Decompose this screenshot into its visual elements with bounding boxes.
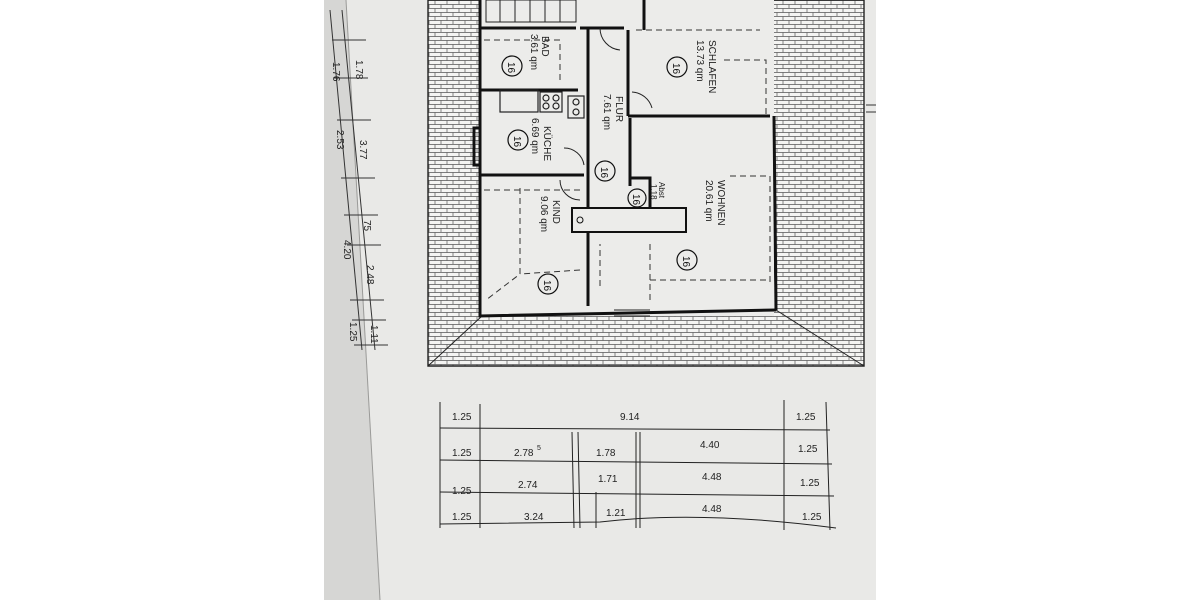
dim-r4-c1: 1.25 — [452, 512, 472, 523]
dim-r4-c4: 4.48 — [702, 504, 722, 515]
dim-r4-c5: 1.25 — [802, 512, 822, 523]
room-name-bad: BAD — [539, 36, 550, 57]
ceiling-label-schlafen: 16 — [670, 63, 681, 75]
dim-r2-c3: 1.78 — [596, 448, 616, 459]
left-dim-6: 4.20 — [341, 240, 352, 260]
room-area-flur: 7.61 qm — [601, 94, 612, 130]
room-name-schlafen: SCHLAFEN — [706, 40, 717, 93]
roof-slope-lines — [484, 29, 771, 301]
ceiling-label-bad: 16 — [505, 62, 516, 74]
ceiling-circle-kind — [537, 273, 559, 295]
ceiling-label-wohnen: 16 — [680, 256, 691, 268]
chimney — [571, 207, 687, 233]
ceiling-circle-bad — [501, 55, 523, 77]
room-name-wohnen: WOHNEN — [715, 180, 726, 226]
left-dim-3: 3.77 — [357, 140, 368, 160]
dim-r1-c2: 9.14 — [620, 412, 640, 423]
left-dimension-labels: 1.78 1.76 3.77 2.53 75 4.20 2.48 1.11 1.… — [330, 60, 379, 344]
room-name-kind: KIND — [550, 200, 561, 224]
dim-r4-c2: 3.24 — [524, 512, 544, 523]
room-area-abst: 1.18 — [649, 184, 658, 200]
dim-r2-c1: 1.25 — [452, 448, 472, 459]
room-name-abst: Abst — [657, 182, 666, 199]
ceiling-circle-abst — [627, 188, 647, 208]
dim-r3-c1: 1.25 — [452, 486, 472, 497]
room-area-kind: 9.06 qm — [538, 196, 549, 232]
dim-r1-c1: 1.25 — [452, 412, 472, 423]
dim-r4-c3: 1.21 — [606, 508, 626, 519]
dim-r3-c2: 2.74 — [518, 480, 538, 491]
left-dim-9: 1.25 — [347, 322, 358, 342]
dimension-table-values: 1.25 9.14 1.25 1.25 2.78 5 1.78 4.40 1.2… — [452, 412, 822, 523]
dim-r1-c3: 1.25 — [796, 412, 816, 423]
left-dim-7: 2.48 — [364, 265, 375, 285]
stairs — [485, 0, 577, 23]
room-area-schlafen: 13.73 qm — [694, 40, 705, 82]
dim-r3-c4: 4.48 — [702, 472, 722, 483]
ceiling-labels: 16 16 16 16 16 16 16 — [505, 62, 691, 292]
dim-r2-c2: 2.78 — [514, 448, 534, 459]
room-area-bad: 3.61 qm — [528, 34, 539, 70]
dim-r2-c5: 1.25 — [798, 444, 818, 455]
left-dim-4: 2.53 — [334, 130, 345, 150]
left-dim-8: 1.11 — [368, 325, 379, 344]
room-name-kueche: KÜCHE — [541, 126, 553, 161]
dimension-table — [439, 400, 837, 531]
ceiling-markers — [501, 55, 698, 295]
dim-r2-c4: 4.40 — [700, 440, 720, 451]
room-area-kueche: 6.69 qm — [529, 118, 540, 154]
room-area-wohnen: 20.61 qm — [703, 180, 714, 222]
ceiling-circle-wohnen — [676, 249, 698, 271]
left-dim-2: 1.76 — [330, 62, 341, 82]
dim-r3-c5: 1.25 — [800, 478, 820, 489]
left-dimension-chain — [329, 9, 388, 351]
doors-and-windows — [559, 27, 653, 317]
ceiling-circle-flur — [594, 160, 616, 182]
dim-r3-c3: 1.71 — [598, 474, 618, 485]
kitchen-fixtures — [499, 89, 585, 119]
ceiling-circle-kueche — [507, 129, 529, 151]
ceiling-label-kueche: 16 — [511, 136, 522, 148]
ceiling-label-kind: 16 — [541, 280, 552, 292]
ceiling-label-abst: 16 — [630, 194, 641, 206]
right-edge-mark — [866, 104, 876, 113]
dim-r2-c2-sup: 5 — [537, 445, 541, 452]
left-dim-1: 1.78 — [353, 60, 364, 80]
room-labels: BAD 3.61 qm SCHLAFEN 13.73 qm FLUR 7.61 … — [528, 34, 726, 232]
left-dim-5: 75 — [361, 220, 372, 232]
room-name-flur: FLUR — [613, 96, 624, 122]
ceiling-circle-schlafen — [666, 56, 688, 78]
ceiling-label-flur: 16 — [598, 167, 609, 179]
